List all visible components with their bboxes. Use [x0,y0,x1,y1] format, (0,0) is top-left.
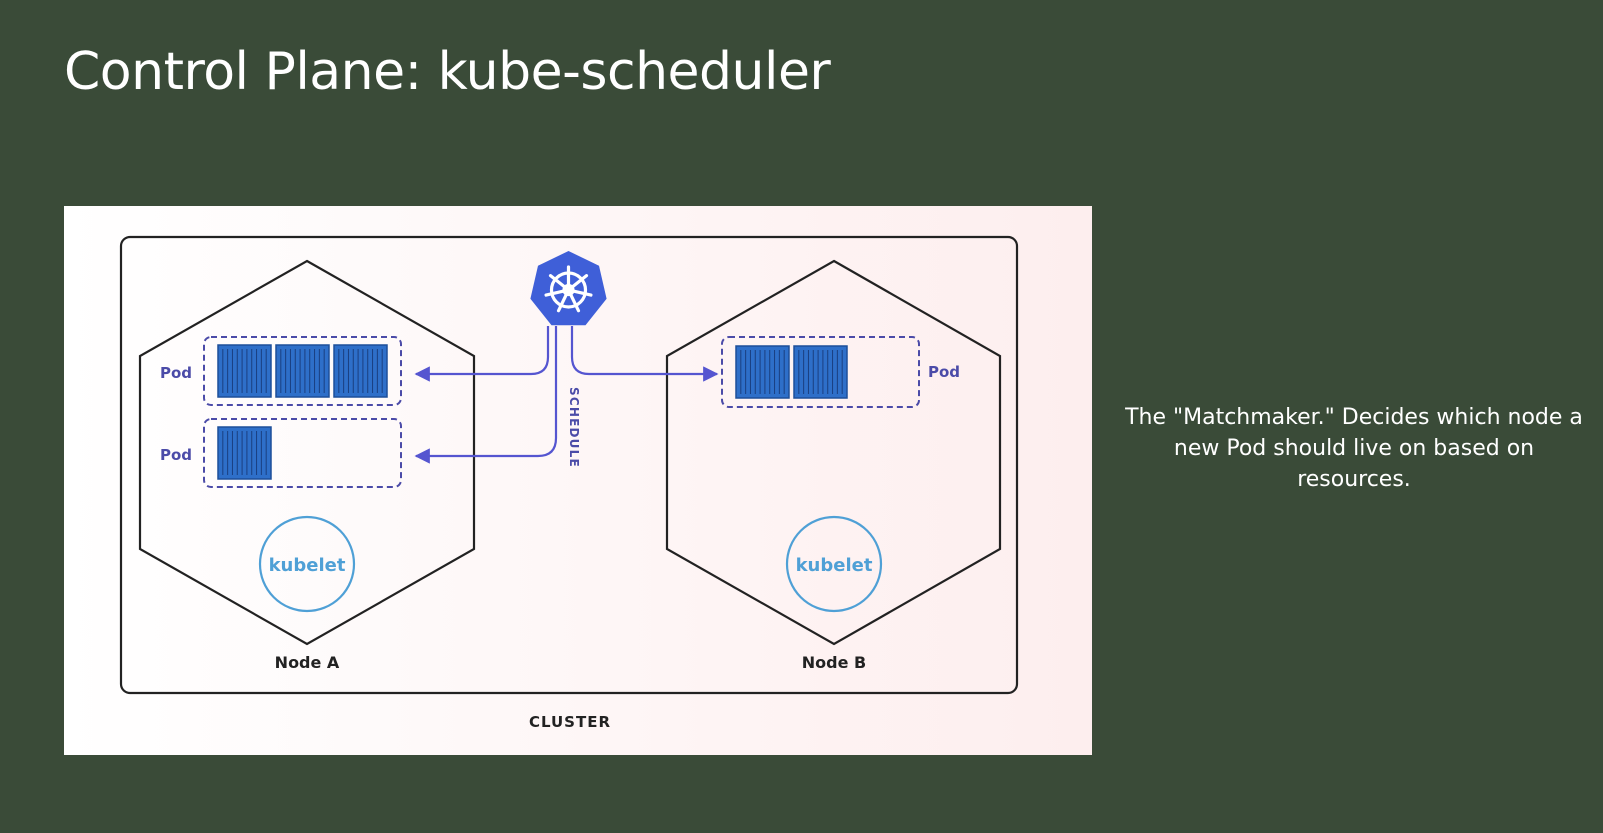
schedule-arrow-to-node-a-pod-1 [414,326,550,382]
node-b-kubelet-circle [785,515,883,613]
pod-boundary [721,336,920,408]
pod-label: Pod [928,363,960,381]
node-a-kubelet-circle [258,515,356,613]
schedule-label: SCHEDULE [567,387,581,468]
schedule-arrow-to-node-b-pod [570,326,719,382]
pod: Pod [160,336,402,406]
node-a-hexagon [138,259,476,646]
schedule-arrows [414,326,719,464]
helm-wheel-glyph [544,265,593,313]
kubernetes-helm-wheel-icon [530,251,607,326]
slide-title: Control Plane: kube-scheduler [64,42,831,102]
container-icon [217,344,272,398]
container-icon [217,426,272,480]
node-b-pods: Pod [721,336,960,408]
node-a-kubelet-label: kubelet [269,555,346,576]
pod-boundary [203,418,402,488]
node-a-label: Node A [275,653,340,672]
cluster-outline [119,235,1019,695]
pod: Pod [160,418,402,488]
pod-boundary [203,336,402,406]
container-icon [735,345,790,399]
cluster-label: CLUSTER [529,713,611,731]
container-icon [333,344,388,398]
pod-label: Pod [160,364,192,382]
container-icon [275,344,330,398]
pod-label: Pod [160,446,192,464]
slide-caption: The "Matchmaker." Decides which node a n… [1125,405,1583,492]
node-b-label: Node B [802,653,866,672]
container-icon [793,345,848,399]
node-b: Pod kubelet Node B [665,259,1002,672]
pod: Pod [721,336,960,408]
node-b-hexagon [665,259,1002,646]
schedule-arrow-to-node-a-pod-2 [414,326,558,464]
node-b-kubelet-label: kubelet [796,555,873,576]
